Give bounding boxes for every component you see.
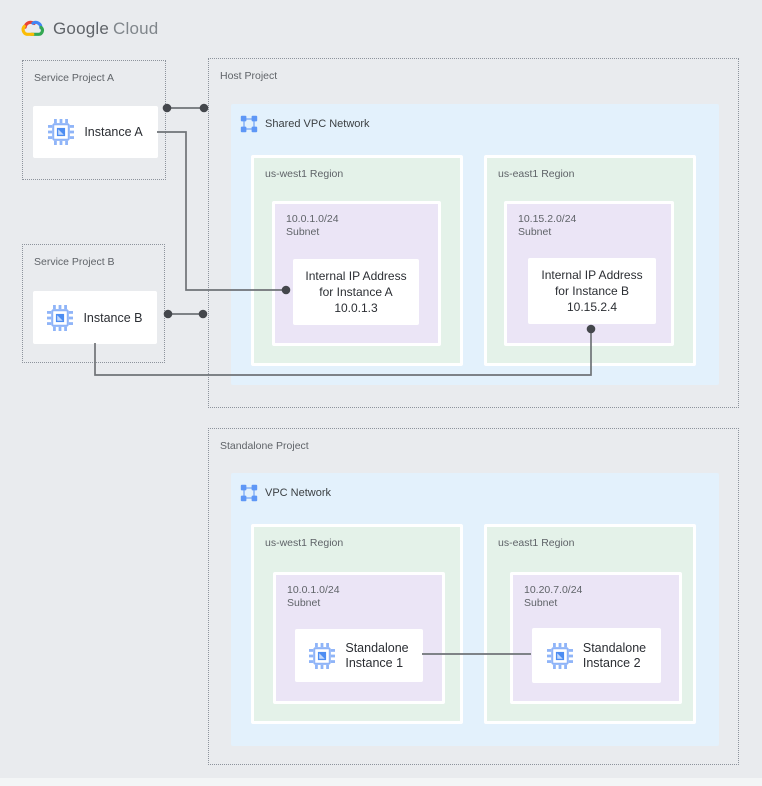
host-us-west1-region: us-west1 Region 10.0.1.0/24 Subnet Inter… (251, 155, 463, 366)
standalone-instance-1-card: Standalone Instance 1 (295, 629, 423, 682)
host-project-label: Host Project (220, 70, 278, 82)
standalone-us-west1-region-label: us-west1 Region (265, 537, 344, 549)
compute-instance-icon (309, 642, 336, 669)
service-project-a-label: Service Project A (34, 72, 114, 84)
standalone-west-subnet-label: 10.0.1.0/24 Subnet (287, 584, 340, 609)
bottom-strip (0, 778, 762, 786)
standalone-instance-2-label: Standalone Instance 2 (582, 640, 647, 670)
standalone-instance-1-label: Standalone Instance 1 (345, 640, 409, 670)
standalone-east-subnet: 10.20.7.0/24 Subnet (510, 572, 682, 704)
compute-instance-icon (546, 642, 573, 669)
host-east-subnet: 10.15.2.0/24 Subnet Internal IP Address … (504, 201, 674, 346)
host-west-subnet: 10.0.1.0/24 Subnet Internal IP Address f… (272, 201, 441, 346)
vpc-network-label: VPC Network (265, 487, 332, 499)
instance-a-label: Instance A (84, 125, 143, 139)
compute-instance-icon (48, 119, 75, 145)
instance-b-label: Instance B (83, 310, 143, 325)
standalone-project-panel: Standalone Project VPC Network us-west1 … (208, 428, 739, 765)
service-project-b-panel: Service Project B Instance B (22, 244, 165, 363)
internal-ip-instance-a-card: Internal IP Address for Instance A 10.0.… (293, 259, 419, 325)
host-us-west1-region-label: us-west1 Region (265, 168, 344, 180)
compute-instance-icon (47, 304, 74, 331)
standalone-west-subnet: 10.0.1.0/24 Subnet (273, 572, 445, 704)
google-cloud-icon (21, 20, 44, 36)
host-project-panel: Host Project Shared VPC Network us-west1… (208, 58, 739, 408)
host-us-east1-region: us-east1 Region 10.15.2.0/24 Subnet Inte… (484, 155, 696, 366)
standalone-east-subnet-label: 10.20.7.0/24 Subnet (524, 584, 583, 609)
internal-ip-instance-b-card: Internal IP Address for Instance B 10.15… (528, 258, 656, 324)
standalone-instance-2-card: Standalone Instance 2 (532, 628, 661, 683)
host-east-subnet-label: 10.15.2.0/24 Subnet (518, 213, 577, 238)
standalone-us-west1-region: us-west1 Region 10.0.1.0/24 Subnet (251, 524, 463, 724)
vpc-network-icon (240, 115, 258, 133)
standalone-us-east1-region-label: us-east1 Region (498, 537, 575, 549)
host-us-east1-region-label: us-east1 Region (498, 168, 575, 180)
vpc-network-box: VPC Network us-west1 Region 10.0.1.0/24 … (231, 473, 719, 746)
instance-a-card: Instance A (33, 106, 158, 158)
host-west-subnet-label: 10.0.1.0/24 Subnet (286, 213, 339, 238)
standalone-us-east1-region: us-east1 Region 10.20.7.0/24 Subnet (484, 524, 696, 724)
standalone-project-label: Standalone Project (220, 440, 309, 452)
instance-b-card: Instance B (33, 291, 157, 344)
shared-vpc-network-box: Shared VPC Network us-west1 Region 10.0.… (231, 104, 719, 385)
shared-vpc-network-label: Shared VPC Network (265, 118, 370, 130)
service-project-a-panel: Service Project A Instance A (22, 60, 166, 180)
vpc-network-icon (240, 484, 258, 502)
service-project-b-label: Service Project B (34, 256, 115, 268)
